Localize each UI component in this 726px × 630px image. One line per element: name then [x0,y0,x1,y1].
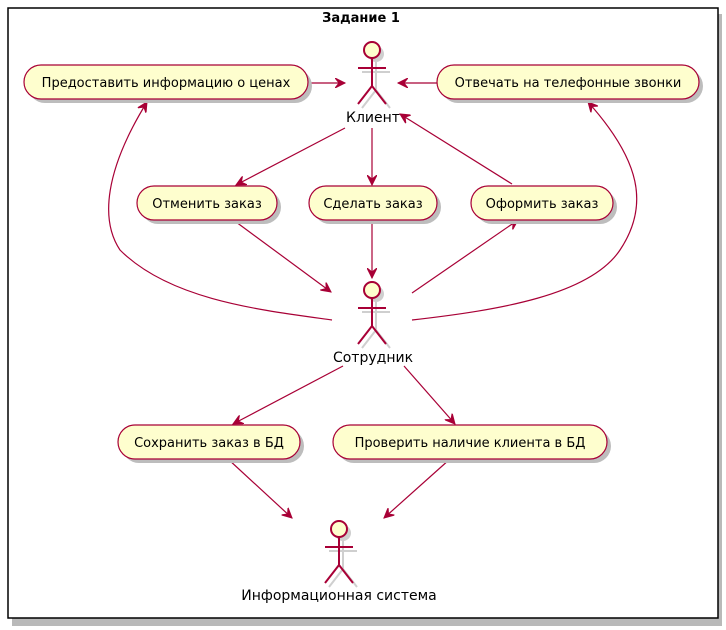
use-case-save-order[interactable]: Сохранить заказ в БД [117,424,304,463]
actor-figure-icon [324,520,358,588]
use-case-check-client[interactable]: Проверить наличие клиента в БД [332,424,611,463]
use-case-make-order[interactable]: Сделать заказ [308,185,441,224]
use-case-place-order[interactable]: Оформить заказ [470,185,617,224]
edge-save-to-infosystem [227,458,292,518]
actor-figure-icon [357,281,391,349]
edge-cancel-to-employee [231,218,331,292]
use-case-label: Сохранить заказ в БД [134,436,284,451]
use-case-provide-prices[interactable]: Предоставить информацию о ценах [23,64,312,103]
use-case-label: Оформить заказ [486,197,599,212]
use-case-answer-calls[interactable]: Отвечать на телефонные звонки [436,64,703,103]
edge-check-to-infosystem [384,458,451,518]
edge-place-to-client [400,114,513,185]
edge-employee-to-save [233,365,344,425]
actor-client[interactable]: Клиент [346,41,400,126]
use-case-cancel-order[interactable]: Отменить заказ [136,185,281,224]
actor-employee[interactable]: Сотрудник [333,281,413,366]
edge-employee-to-check [403,365,455,424]
actor-label: Клиент [346,110,400,126]
edge-employee-to-prices [108,102,333,321]
actor-figure-icon [357,41,391,109]
use-case-label: Предоставить информацию о ценах [42,76,291,91]
actor-info-system[interactable]: Информационная система [241,520,437,604]
diagram-title: Задание 1 [322,11,400,26]
actor-label: Информационная система [241,588,437,604]
use-case-label: Отвечать на телефонные звонки [455,76,682,91]
use-case-label: Отменить заказ [152,197,262,212]
use-case-label: Сделать заказ [323,197,422,212]
edges [108,83,638,518]
actor-label: Сотрудник [333,350,413,366]
use-case-label: Проверить наличие клиента в БД [355,436,586,451]
edge-employee-to-place [411,220,518,294]
edge-employee-to-calls [411,102,638,321]
edge-client-to-cancel [236,127,346,186]
